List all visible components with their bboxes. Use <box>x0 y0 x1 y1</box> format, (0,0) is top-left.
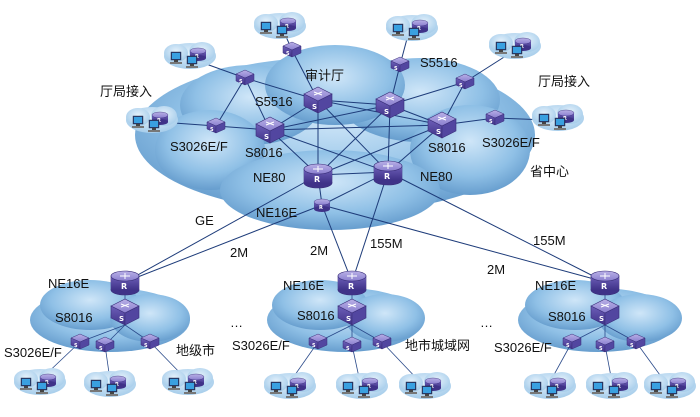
label-tingju-left: 厅局接入 <box>100 84 152 100</box>
label-link-2m-c: 2M <box>487 262 505 277</box>
label-dijishi: 地级市 <box>176 343 215 359</box>
label-tingju-right: 厅局接入 <box>538 74 590 90</box>
access-cloud <box>264 372 316 399</box>
label-link-ge: GE <box>195 213 214 228</box>
label-s8016-left: S8016 <box>55 310 93 325</box>
router-icon <box>303 163 333 189</box>
label-ne16e-core: NE16E <box>256 205 298 220</box>
label-s5516-left: S5516 <box>255 94 293 109</box>
label-shengzhongxin: 省中心 <box>530 165 569 180</box>
access-cloud <box>164 42 216 69</box>
access-cloud <box>586 372 638 399</box>
label-ne16e-left: NE16E <box>48 276 90 291</box>
label-s3026-top-left: S3026E/F <box>170 139 228 154</box>
access-cloud <box>336 372 388 399</box>
label-ellipsis-a: … <box>230 315 243 330</box>
label-s8016-right: S8016 <box>548 309 586 324</box>
router-icon <box>337 270 367 296</box>
label-ne80-right: NE80 <box>420 169 453 184</box>
label-s3026-bottom-left: S3026E/F <box>4 345 62 360</box>
labels: 审计厅 S5516 S5516 厅局接入 厅局接入 S3026E/F S3026… <box>4 55 590 360</box>
access-cloud <box>489 32 541 59</box>
label-s3026-top-right: S3026E/F <box>482 135 540 150</box>
access-cloud <box>14 368 66 395</box>
label-s8016-core-right: S8016 <box>428 140 466 155</box>
label-link-155m-a: 155M <box>370 236 403 251</box>
label-link-155m-b: 155M <box>533 233 566 248</box>
label-shenjiting: 审计厅 <box>305 69 344 84</box>
label-s3026-bottom-right: S3026E/F <box>494 340 552 355</box>
access-cloud <box>644 372 696 399</box>
label-s8016-core-left: S8016 <box>245 145 283 160</box>
label-ne16e-mid: NE16E <box>283 278 325 293</box>
label-s5516-right: S5516 <box>420 55 458 70</box>
label-ellipsis-b: … <box>480 315 493 330</box>
access-cloud <box>399 372 451 399</box>
label-s8016-mid: S8016 <box>297 308 335 323</box>
label-s3026-bottom-mid: S3026E/F <box>232 338 290 353</box>
label-ne80-left: NE80 <box>253 170 286 185</box>
router-icon <box>590 270 620 296</box>
label-link-2m-b: 2M <box>310 243 328 258</box>
access-cloud <box>524 372 576 399</box>
label-link-2m-a: 2M <box>230 245 248 260</box>
router-icon <box>110 270 140 296</box>
access-cloud <box>386 14 438 41</box>
access-cloud <box>254 12 306 39</box>
access-cloud <box>162 368 214 395</box>
access-cloud <box>126 106 178 133</box>
access-cloud <box>532 104 584 131</box>
router-icon <box>313 198 331 213</box>
label-dishichengyuwang: 地市城域网 <box>405 338 470 354</box>
router-icon <box>373 160 403 186</box>
label-ne16e-right: NE16E <box>535 278 577 293</box>
access-cloud <box>84 370 136 397</box>
